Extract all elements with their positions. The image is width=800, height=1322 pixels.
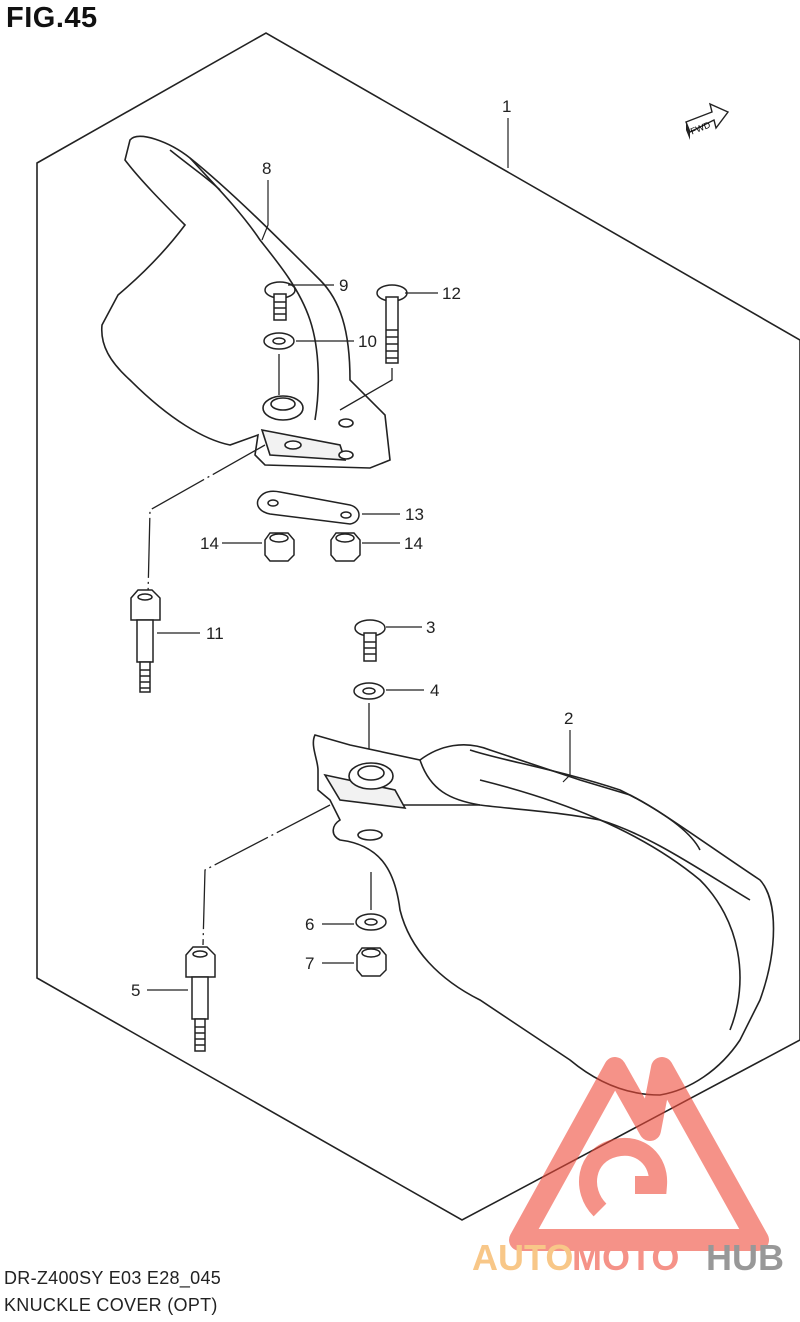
fwd-arrow-icon: FWD — [685, 102, 730, 140]
logo-word-hub: HUB — [706, 1237, 784, 1278]
callout-10: 10 — [358, 332, 377, 351]
screw-part-12 — [376, 284, 408, 364]
lower-knuckle-cover — [312, 734, 775, 1096]
callout-5: 5 — [131, 981, 140, 1000]
callout-3: 3 — [426, 618, 435, 637]
model-code-label: DR-Z400SY E03 E28_045 — [4, 1268, 222, 1288]
callout-9: 9 — [339, 276, 348, 295]
logo-word-moto: MOTO — [572, 1237, 679, 1278]
nut-part-14-right — [330, 532, 361, 562]
automotohub-logo: AUTO MOTO HUB — [472, 1057, 784, 1278]
callout-8: 8 — [262, 159, 271, 178]
callout-2: 2 — [564, 709, 573, 728]
assembly-boundary — [36, 32, 800, 1221]
washer-part-10 — [263, 332, 295, 350]
part-name-label: KNUCKLE COVER (OPT) — [4, 1295, 218, 1315]
bolt-part-5 — [185, 946, 216, 1052]
callout-7: 7 — [305, 954, 314, 973]
callout-14-left: 14 — [200, 534, 219, 553]
washer-part-6 — [355, 913, 387, 931]
figure-title: FIG.45 — [6, 2, 98, 34]
callout-14-right: 14 — [404, 534, 423, 553]
nut-part-7 — [356, 947, 387, 977]
logo-word-auto: AUTO — [472, 1237, 573, 1278]
callout-1: 1 — [502, 97, 511, 116]
callout-12: 12 — [442, 284, 461, 303]
callout-13: 13 — [405, 505, 424, 524]
nut-part-14-left — [264, 532, 295, 562]
washer-part-4 — [353, 682, 385, 700]
callout-6: 6 — [305, 915, 314, 934]
screw-part-9 — [264, 281, 296, 321]
callout-4: 4 — [430, 681, 439, 700]
callout-11: 11 — [206, 624, 224, 643]
screw-part-3 — [354, 619, 386, 662]
upper-knuckle-cover — [100, 135, 391, 469]
plate-part-13 — [256, 490, 360, 525]
leader-lines — [147, 118, 571, 991]
bolt-part-11 — [130, 589, 161, 693]
